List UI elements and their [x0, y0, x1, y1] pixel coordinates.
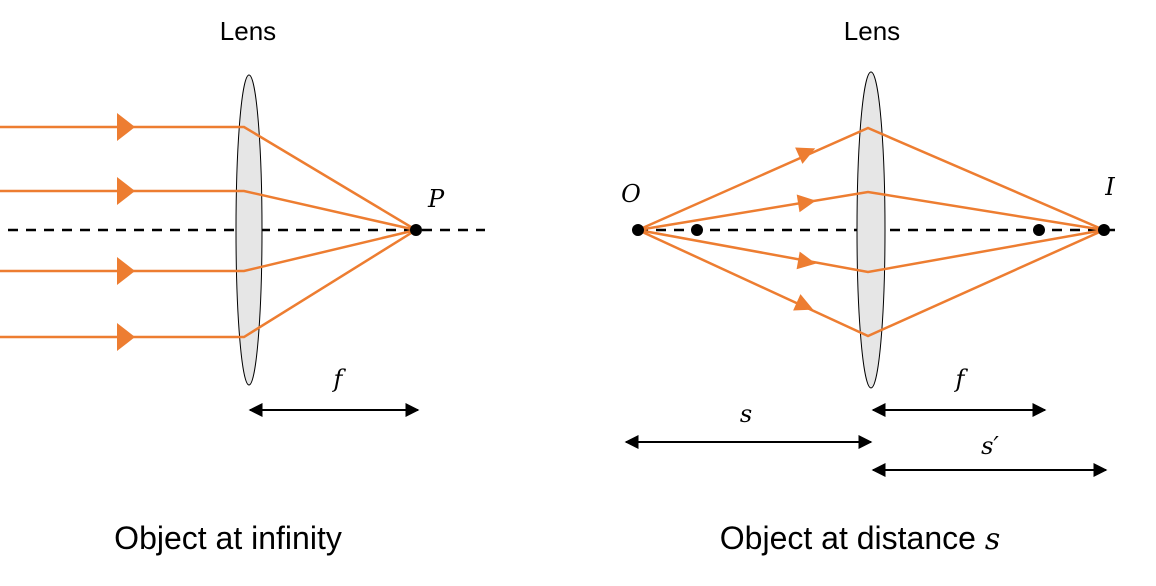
left-ray-3: [0, 228, 417, 273]
left-lens: [235, 74, 263, 386]
left-ray-1-arrow: [117, 113, 135, 141]
right-rays: [637, 126, 1105, 338]
right-ray-3-arrow: [796, 251, 816, 270]
left-focal-point: [410, 224, 422, 236]
left-panel: Lens P f Object at infinity: [0, 16, 485, 556]
object-label: O: [621, 180, 641, 208]
image-label: I: [1104, 173, 1115, 201]
right-ray-4: [637, 228, 1105, 338]
left-ray-4: [0, 228, 417, 339]
front-focal-point: [691, 224, 703, 236]
right-panel: Lens O I f s s′: [621, 16, 1115, 557]
right-lens: [856, 71, 886, 389]
left-ray-1: [0, 125, 417, 232]
right-caption: Object at distance s: [720, 520, 1000, 557]
back-focal-point: [1033, 224, 1045, 236]
right-caption-variable: s: [985, 522, 1000, 557]
left-ray-2-arrow: [117, 177, 135, 205]
right-ray-2: [637, 190, 1105, 232]
left-focal-length-label: f: [332, 365, 347, 393]
right-lens-label: Lens: [844, 16, 900, 46]
left-lens-label: Lens: [220, 16, 276, 46]
left-ray-arrowheads: [117, 113, 135, 351]
left-ray-3-arrow: [117, 257, 135, 285]
object-point: [632, 224, 644, 236]
right-focal-length-label: f: [954, 365, 969, 393]
right-ray-1: [637, 126, 1105, 232]
image-point: [1098, 224, 1110, 236]
right-ray-1-arrow: [795, 147, 816, 164]
left-focal-point-label: P: [427, 185, 445, 213]
right-ray-4-arrow: [793, 294, 814, 311]
left-caption: Object at infinity: [114, 520, 342, 556]
left-rays: [0, 125, 417, 339]
left-ray-2: [0, 189, 417, 232]
right-ray-arrowheads: [793, 147, 816, 311]
right-caption-text: Object at distance: [720, 520, 985, 556]
object-distance-label: s: [740, 400, 752, 428]
image-distance-label: s′: [981, 432, 999, 460]
right-ray-3: [637, 228, 1105, 274]
left-ray-4-arrow: [117, 323, 135, 351]
right-ray-2-arrow: [796, 194, 816, 213]
